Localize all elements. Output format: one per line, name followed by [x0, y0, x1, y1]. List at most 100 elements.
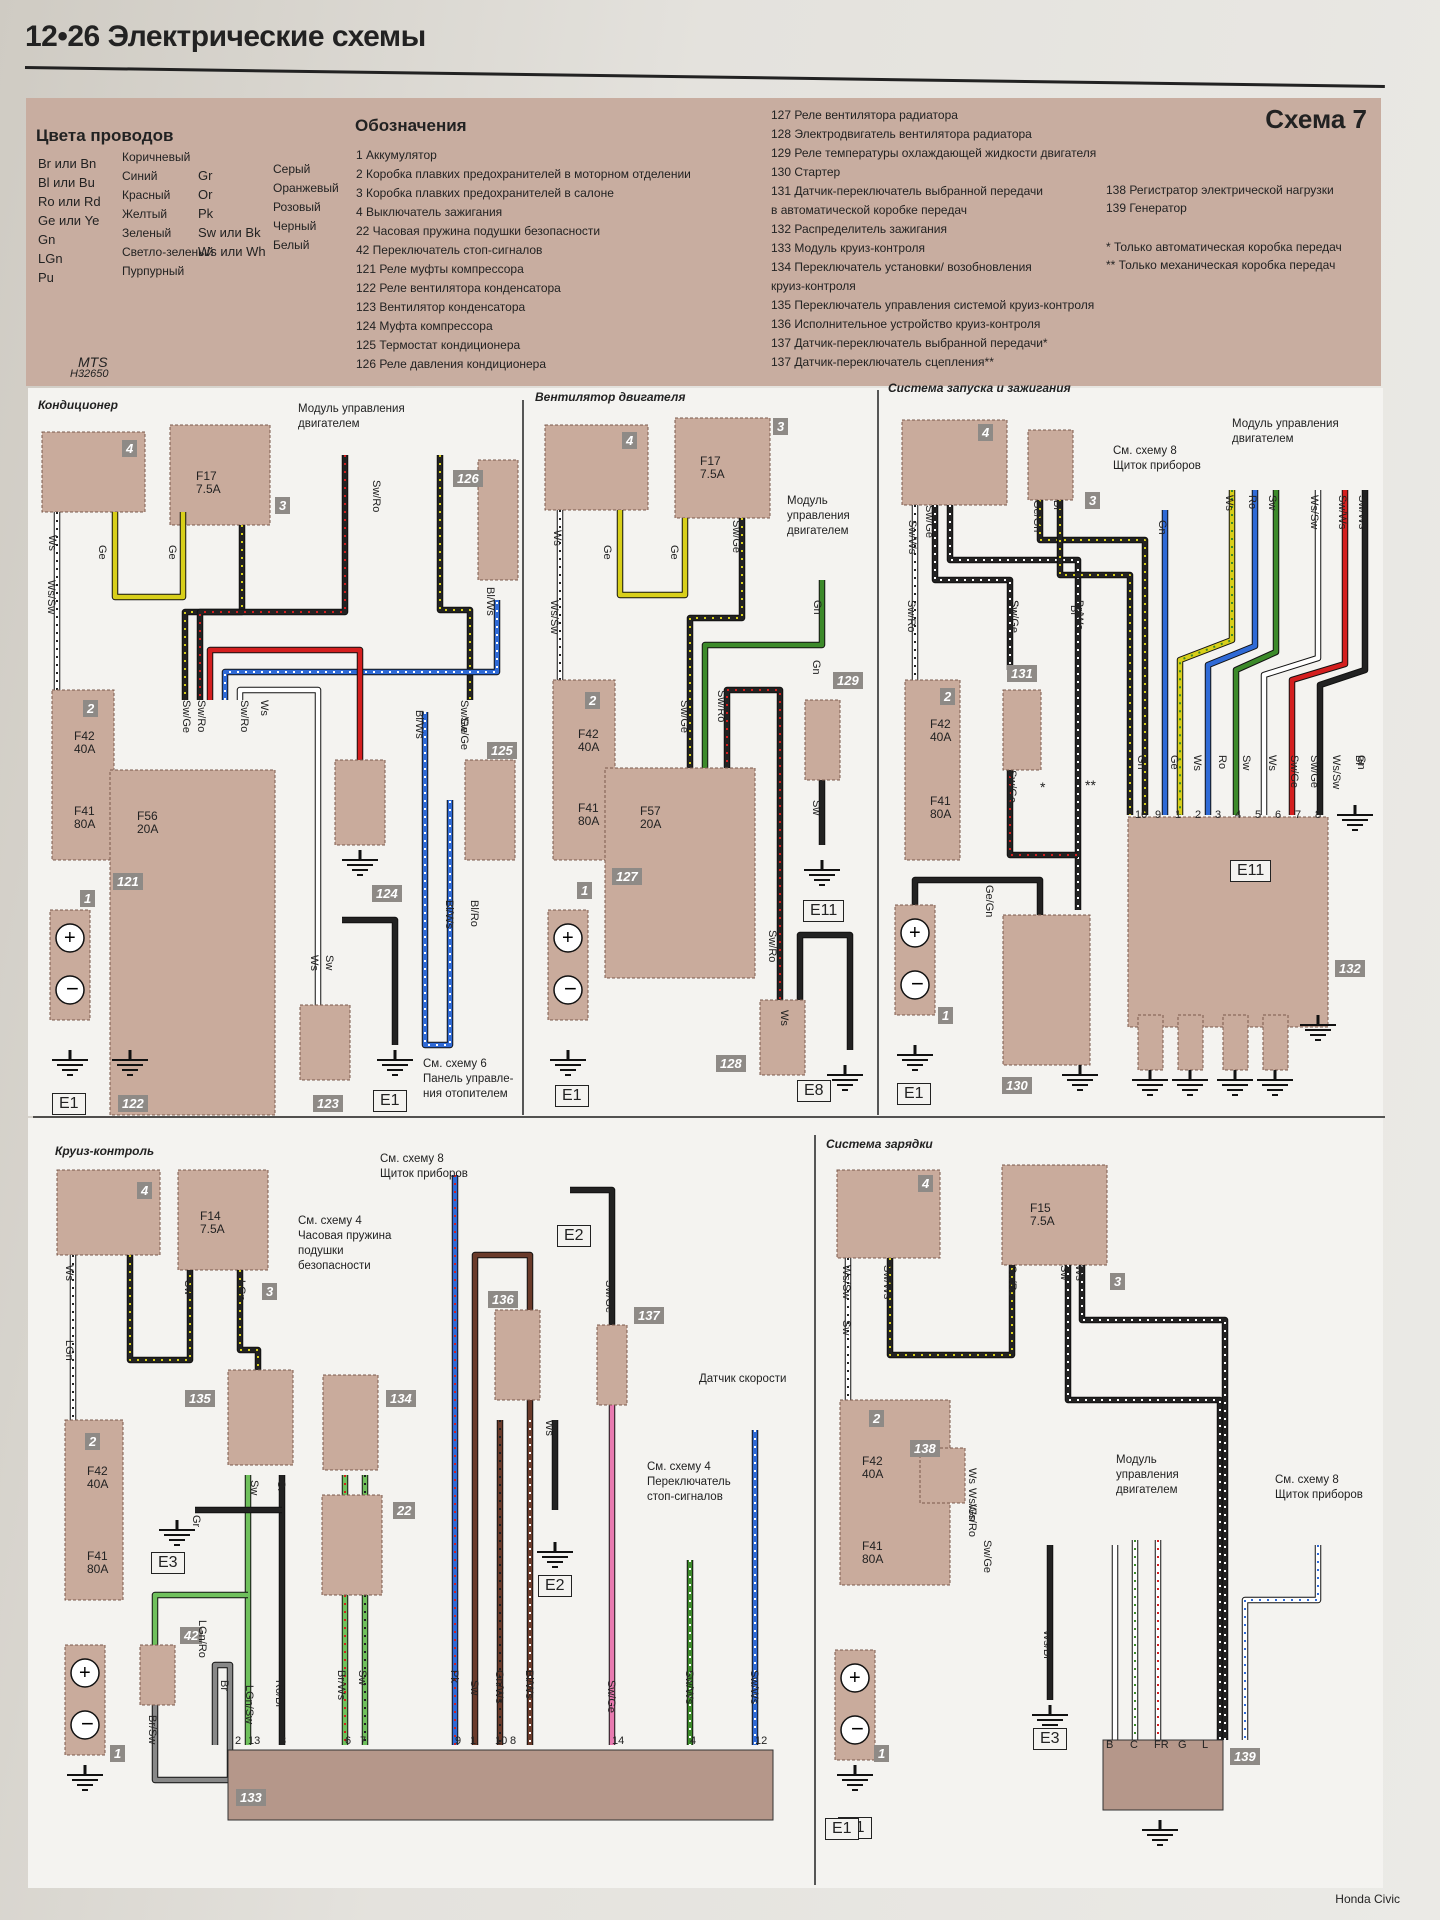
wire-swge-charge-stripe [889, 1258, 1013, 1356]
wire-label: Ws [1223, 495, 1235, 511]
designation-item: 134 Переключатель установки/ возобновлен… [771, 260, 1032, 274]
component-number-135: 135 [185, 1390, 215, 1407]
connector-pin-133: 8 [510, 1735, 517, 1747]
designation-item: 123 Вентилятор конденсатора [356, 300, 526, 314]
battery-minus [900, 970, 930, 1000]
wire-label: Bl [1051, 500, 1063, 510]
fusebox-2 [51, 689, 115, 861]
wire-swge-cruise-outline [126, 1255, 194, 1364]
plus-sign: + [909, 922, 921, 944]
connector-pin-139: C [1130, 1739, 1138, 1751]
component-number-4: 4 [978, 424, 994, 441]
wire-label: LGn [235, 1280, 247, 1301]
code-line-1: MTS [78, 354, 108, 370]
spark-plug-connector [1262, 1014, 1289, 1071]
fuse-label: F42 40A [578, 727, 600, 754]
component-number-132: 132 [1335, 960, 1365, 977]
wire-label: Ws [543, 1420, 555, 1436]
wire-label: Sw/Ws [683, 1670, 695, 1705]
wire-color-code: Br или Bn [38, 156, 97, 171]
wire-label: Sw/Ro [370, 480, 382, 513]
wire-ecu-start [1317, 490, 1368, 815]
wire-label: LGn/Sw [243, 1685, 255, 1725]
wire-label: Ws [308, 955, 320, 971]
wire-swro-stripe [199, 455, 346, 700]
brake-switch-42 [139, 1644, 176, 1706]
wire-color-code: Ro или Rd [38, 194, 101, 209]
wire-sw-137 [570, 1187, 615, 1325]
wire-label: Sw/Ge [1288, 755, 1300, 789]
wire-label: Ws/Sw [548, 600, 560, 635]
wire-label: Gr [190, 1515, 202, 1528]
component-number-3: 3 [262, 1283, 278, 1300]
wire-color-name: Желтый [122, 207, 168, 221]
wire-label: Sw [1008, 600, 1020, 616]
wire-label: Ws [258, 700, 270, 716]
plus-sign: + [79, 1662, 91, 1684]
designation-item: 124 Муфта компрессора [356, 319, 493, 333]
wire-label: LGn/Ro [196, 1620, 208, 1658]
fusebox-3b [674, 417, 771, 519]
designation-item: 139 Генератор [1106, 201, 1187, 215]
wire-label: Gn/Ro [1006, 1265, 1018, 1297]
connector-pin-133: 12 [755, 1735, 768, 1747]
wire-label: Sw/Ro [715, 690, 727, 723]
battery-plus [70, 1658, 100, 1688]
designation-item: ** Только механическая коробка передач [1106, 258, 1336, 272]
component-number-121: 121 [113, 873, 143, 890]
component-number-129: 129 [833, 672, 863, 689]
wire-gr [152, 1662, 233, 1783]
wire-color-name: Оранжевый [273, 181, 339, 195]
component-number-2: 2 [85, 1433, 101, 1450]
component-number-131: 131 [1007, 665, 1037, 682]
component-number-126: 126 [453, 470, 483, 487]
wire-label: Sw [840, 1320, 852, 1336]
wire-blws-2 [422, 712, 453, 1048]
wire-color-name: Черный [273, 219, 317, 233]
battery-plus [55, 923, 85, 953]
component-number-2: 2 [585, 692, 601, 709]
wire-label: Gn [811, 600, 823, 615]
fuse-label: F41 80A [578, 801, 600, 828]
wire-ecu-start [1261, 490, 1321, 815]
designation-item: * Только автоматическая коробка передач [1106, 240, 1342, 254]
page-number: 12•26 [25, 20, 100, 53]
component-number-1: 1 [938, 1007, 954, 1024]
wire-ecu-start-stripe [1179, 490, 1233, 815]
wire-label: Sw/Ge [180, 700, 192, 734]
wire-ge [112, 512, 186, 600]
wire-label: Sw [356, 1670, 368, 1686]
wire-label: Ws [966, 1468, 978, 1484]
component-number-122: 122 [118, 1095, 148, 1112]
component-number-124: 124 [372, 885, 402, 902]
fuse-label: F41 80A [87, 1549, 109, 1576]
wire-label: Sw/Ge [730, 520, 742, 554]
wire-label: Sw/Ge [605, 1680, 617, 1714]
wire-swro-start-stripe [1009, 760, 1078, 856]
wire-label: Sw/Ge [923, 505, 935, 539]
battery-plus [900, 918, 930, 948]
fuse-label: F41 80A [74, 804, 96, 831]
wire-swws-charge-2-outline [1078, 1265, 1229, 1740]
wire-label: Ge [166, 545, 178, 560]
starter-130 [1002, 914, 1091, 1066]
connector-pin-139: G [1178, 1739, 1187, 1751]
wire-label: Ro [1246, 495, 1258, 510]
minus-sign: − [911, 971, 924, 996]
ground-label-E3: E3 [1033, 1728, 1067, 1750]
set-resume-switch-134 [322, 1374, 379, 1471]
wire-label: Sw/Ge [603, 1280, 615, 1314]
wire-label: Bl/Ws [484, 587, 496, 616]
wire-ecu-start [1205, 490, 1258, 815]
wire-label: Sw [1266, 495, 1278, 511]
component-number-1: 1 [874, 1745, 890, 1762]
wire-label: Sw/Ro [195, 700, 207, 733]
ground-label-E11: E11 [1230, 860, 1272, 882]
wire-color-name: Синий [122, 169, 158, 183]
component-number-22: 22 [393, 1502, 416, 1519]
wire-label: Gn [1156, 520, 1168, 535]
